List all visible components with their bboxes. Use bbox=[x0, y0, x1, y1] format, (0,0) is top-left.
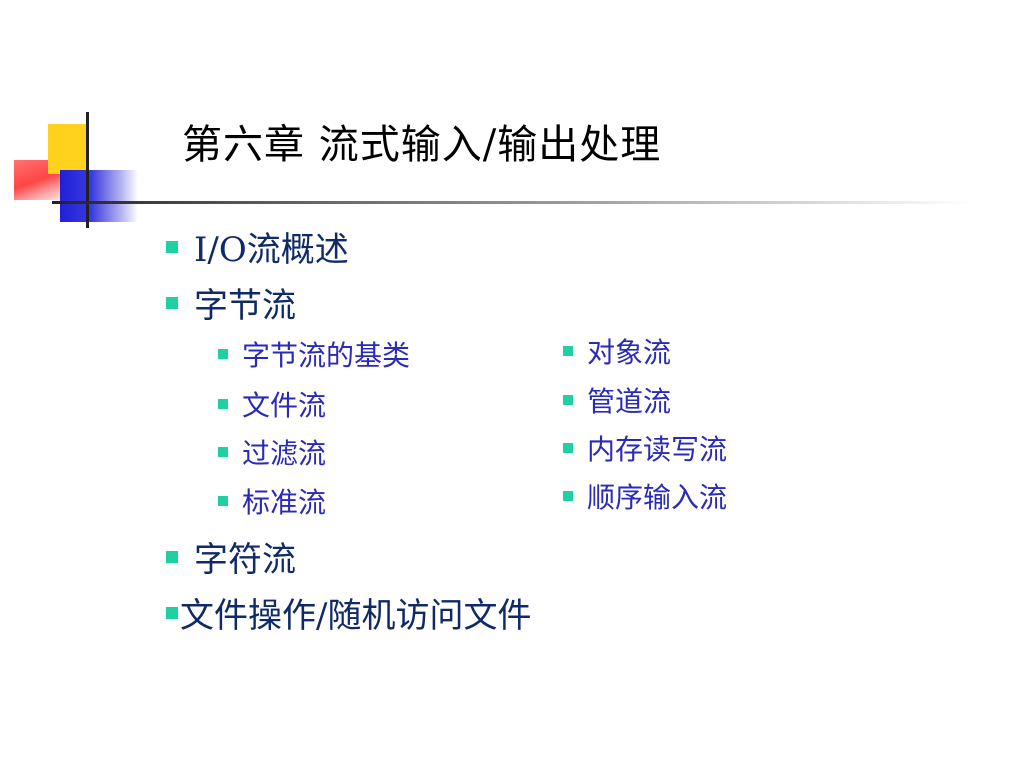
bullet-square-icon bbox=[563, 491, 573, 501]
sub-bullet-item: 顺序输入流 bbox=[563, 476, 727, 516]
bullet-label: I/O流概述 bbox=[194, 230, 349, 270]
sub-bullet-label: 管道流 bbox=[587, 385, 672, 418]
bullet-label: 字符流 bbox=[194, 540, 296, 580]
bullet-square-icon bbox=[166, 606, 178, 619]
slide-title: 第六章 流式输入/输出处理 bbox=[182, 122, 662, 168]
sub-bullet-item: 对象流 bbox=[563, 331, 671, 371]
sub-bullet-label: 过滤流 bbox=[242, 437, 327, 470]
sub-bullet-label: 字节流的基类 bbox=[242, 339, 411, 372]
decor-blue-block bbox=[60, 170, 138, 222]
decor-yellow-block bbox=[48, 124, 86, 174]
bullet-square-icon bbox=[563, 443, 573, 453]
sub-bullet-label: 对象流 bbox=[587, 336, 672, 369]
sub-bullet-item: 内存读写流 bbox=[563, 428, 727, 468]
bullet-square-icon bbox=[166, 296, 178, 309]
sub-bullet-item: 管道流 bbox=[563, 380, 671, 420]
bullet-square-icon bbox=[563, 346, 573, 356]
bullet-label: 文件操作/随机访问文件 bbox=[180, 596, 532, 636]
sub-bullet-item: 标准流 bbox=[218, 481, 326, 521]
bullet-square-icon bbox=[218, 399, 228, 409]
bullet-item: I/O流概述 bbox=[166, 222, 349, 271]
bullet-square-icon bbox=[218, 496, 228, 506]
bullet-item: 字节流 bbox=[166, 278, 296, 327]
bullet-square-icon bbox=[218, 349, 228, 359]
bullet-square-icon bbox=[166, 550, 178, 563]
bullet-square-icon bbox=[166, 240, 178, 253]
sub-bullet-label: 内存读写流 bbox=[587, 433, 728, 466]
bullet-square-icon bbox=[218, 447, 228, 457]
decor-vertical-line bbox=[86, 112, 89, 228]
sub-bullet-label: 标准流 bbox=[242, 486, 327, 519]
sub-bullet-label: 文件流 bbox=[242, 389, 327, 422]
sub-bullet-label: 顺序输入流 bbox=[587, 481, 728, 514]
sub-bullet-item: 文件流 bbox=[218, 384, 326, 424]
bullet-square-icon bbox=[563, 395, 573, 405]
bullet-item: 字符流 bbox=[166, 532, 296, 581]
sub-bullet-item: 字节流的基类 bbox=[218, 334, 410, 374]
title-underline bbox=[52, 201, 972, 204]
bullet-item: 文件操作/随机访问文件 bbox=[166, 588, 531, 637]
sub-bullet-item: 过滤流 bbox=[218, 432, 326, 472]
bullet-label: 字节流 bbox=[194, 286, 296, 326]
